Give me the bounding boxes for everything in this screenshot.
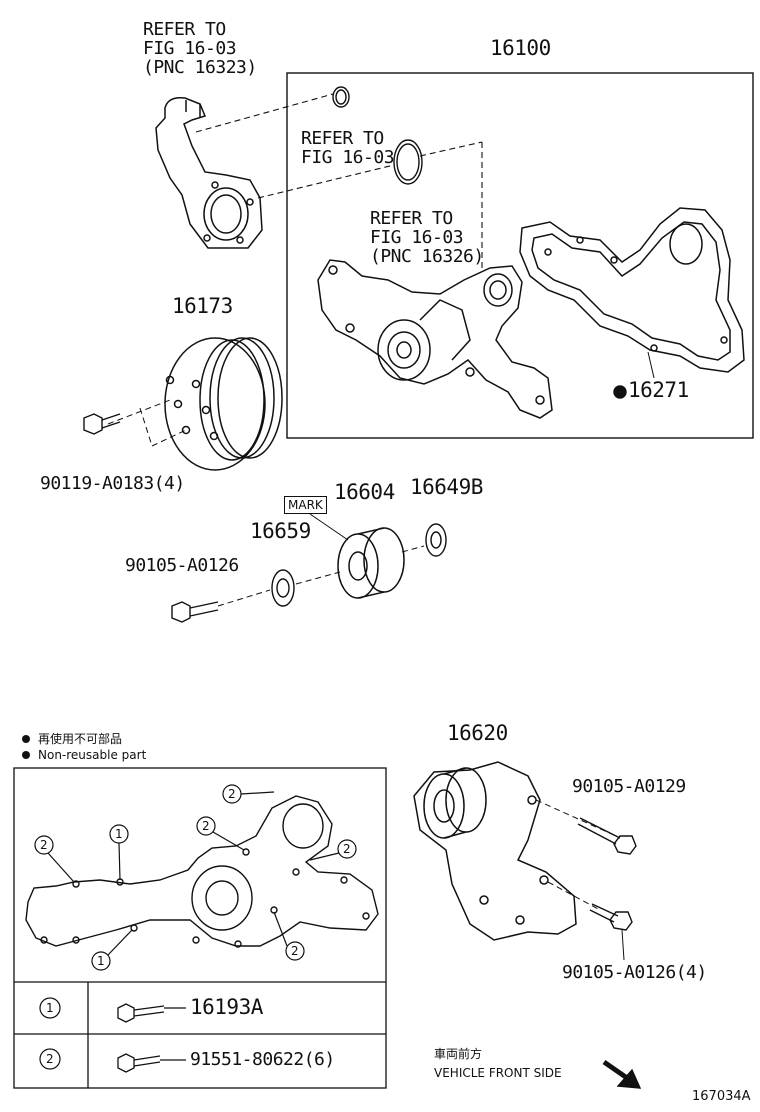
bolt-91551 [117, 1053, 186, 1073]
part-16100: 16100 [490, 36, 551, 60]
o-ring-large-inner [396, 143, 420, 181]
mark-label-box: MARK [284, 496, 327, 514]
legend-table-frame [13, 767, 387, 1089]
o-ring-small-inner [335, 89, 347, 105]
pulley-16173 [164, 337, 283, 471]
gasket-callout-1b: 1 [97, 954, 105, 968]
gasket-callout-2a: 2 [40, 838, 48, 852]
legend-jp: 再使用不可部品 [38, 732, 123, 746]
refer-low-line1: REFER TO [370, 208, 453, 229]
refer-mid-line1: REFER TO [301, 128, 384, 149]
bolt-90105-a0126-4 [589, 903, 633, 931]
gasket-callout-circles [34, 784, 357, 971]
part-91551-80622: 91551-80622(6) [190, 1049, 335, 1070]
gasket-callout-2e: 2 [291, 944, 299, 958]
table-row1-id: 1 [46, 1001, 54, 1015]
washer-16659 [271, 569, 295, 607]
table-row2-circle [39, 1048, 61, 1070]
table-row1-circle [39, 997, 61, 1019]
part-16659: 16659 [250, 519, 311, 543]
bolt-90105-a0129 [577, 817, 637, 855]
part-16271: 16271 [628, 378, 689, 402]
legend-gasket-drawing [25, 795, 379, 948]
legend-dot-en [22, 751, 30, 759]
refer-top-line2: FIG 16-03 [143, 38, 237, 59]
figure-id: 167034A [692, 1089, 751, 1104]
part-90105-a0126-4: 90105-A0126(4) [562, 962, 707, 983]
part-16193a: 16193A [190, 995, 263, 1019]
refer-low-line2: FIG 16-03 [370, 227, 464, 248]
gasket-callout-1a: 1 [115, 827, 123, 841]
water-pump-body [317, 259, 553, 419]
water-inlet-housing [155, 96, 263, 249]
non-reusable-dot-16271 [613, 385, 627, 399]
assembly-16100-frame [286, 72, 754, 439]
gasket-callout-2c: 2 [202, 819, 210, 833]
bolt-16193a [117, 1003, 186, 1023]
part-16604: 16604 [334, 480, 395, 504]
vehicle-front-en: VEHICLE FRONT SIDE [434, 1066, 562, 1080]
vehicle-front-jp: 車両前方 [434, 1047, 483, 1061]
refer-top-line1: REFER TO [143, 19, 226, 40]
gasket-16271 [519, 207, 745, 373]
refer-low-line3: (PNC 16326) [370, 246, 484, 267]
part-16649b: 16649B [410, 475, 483, 499]
legend-en: Non-reusable part [38, 748, 147, 762]
bolt-90119 [83, 413, 121, 435]
legend-dot-jp [22, 735, 30, 743]
idler-pulley-16604 [337, 527, 405, 599]
part-90119-a0183: 90119-A0183(4) [40, 473, 185, 494]
table-row2-id: 2 [46, 1052, 54, 1066]
part-90105-a0129: 90105-A0129 [572, 776, 686, 797]
refer-mid-line2: FIG 16-03 [301, 147, 395, 168]
part-90105-a0126: 90105-A0126 [125, 555, 239, 576]
o-ring-small [332, 86, 350, 108]
refer-top-line3: (PNC 16323) [143, 57, 257, 78]
o-ring-large [393, 139, 423, 185]
gasket-callout-2b: 2 [228, 787, 236, 801]
gasket-callout-2d: 2 [343, 842, 351, 856]
part-16173: 16173 [172, 294, 233, 318]
bolt-90105-a0126 [171, 601, 219, 623]
vehicle-front-arrow [602, 1059, 642, 1089]
tensioner-16620 [413, 761, 577, 941]
washer-16649b [425, 523, 447, 557]
part-16620: 16620 [447, 721, 508, 745]
